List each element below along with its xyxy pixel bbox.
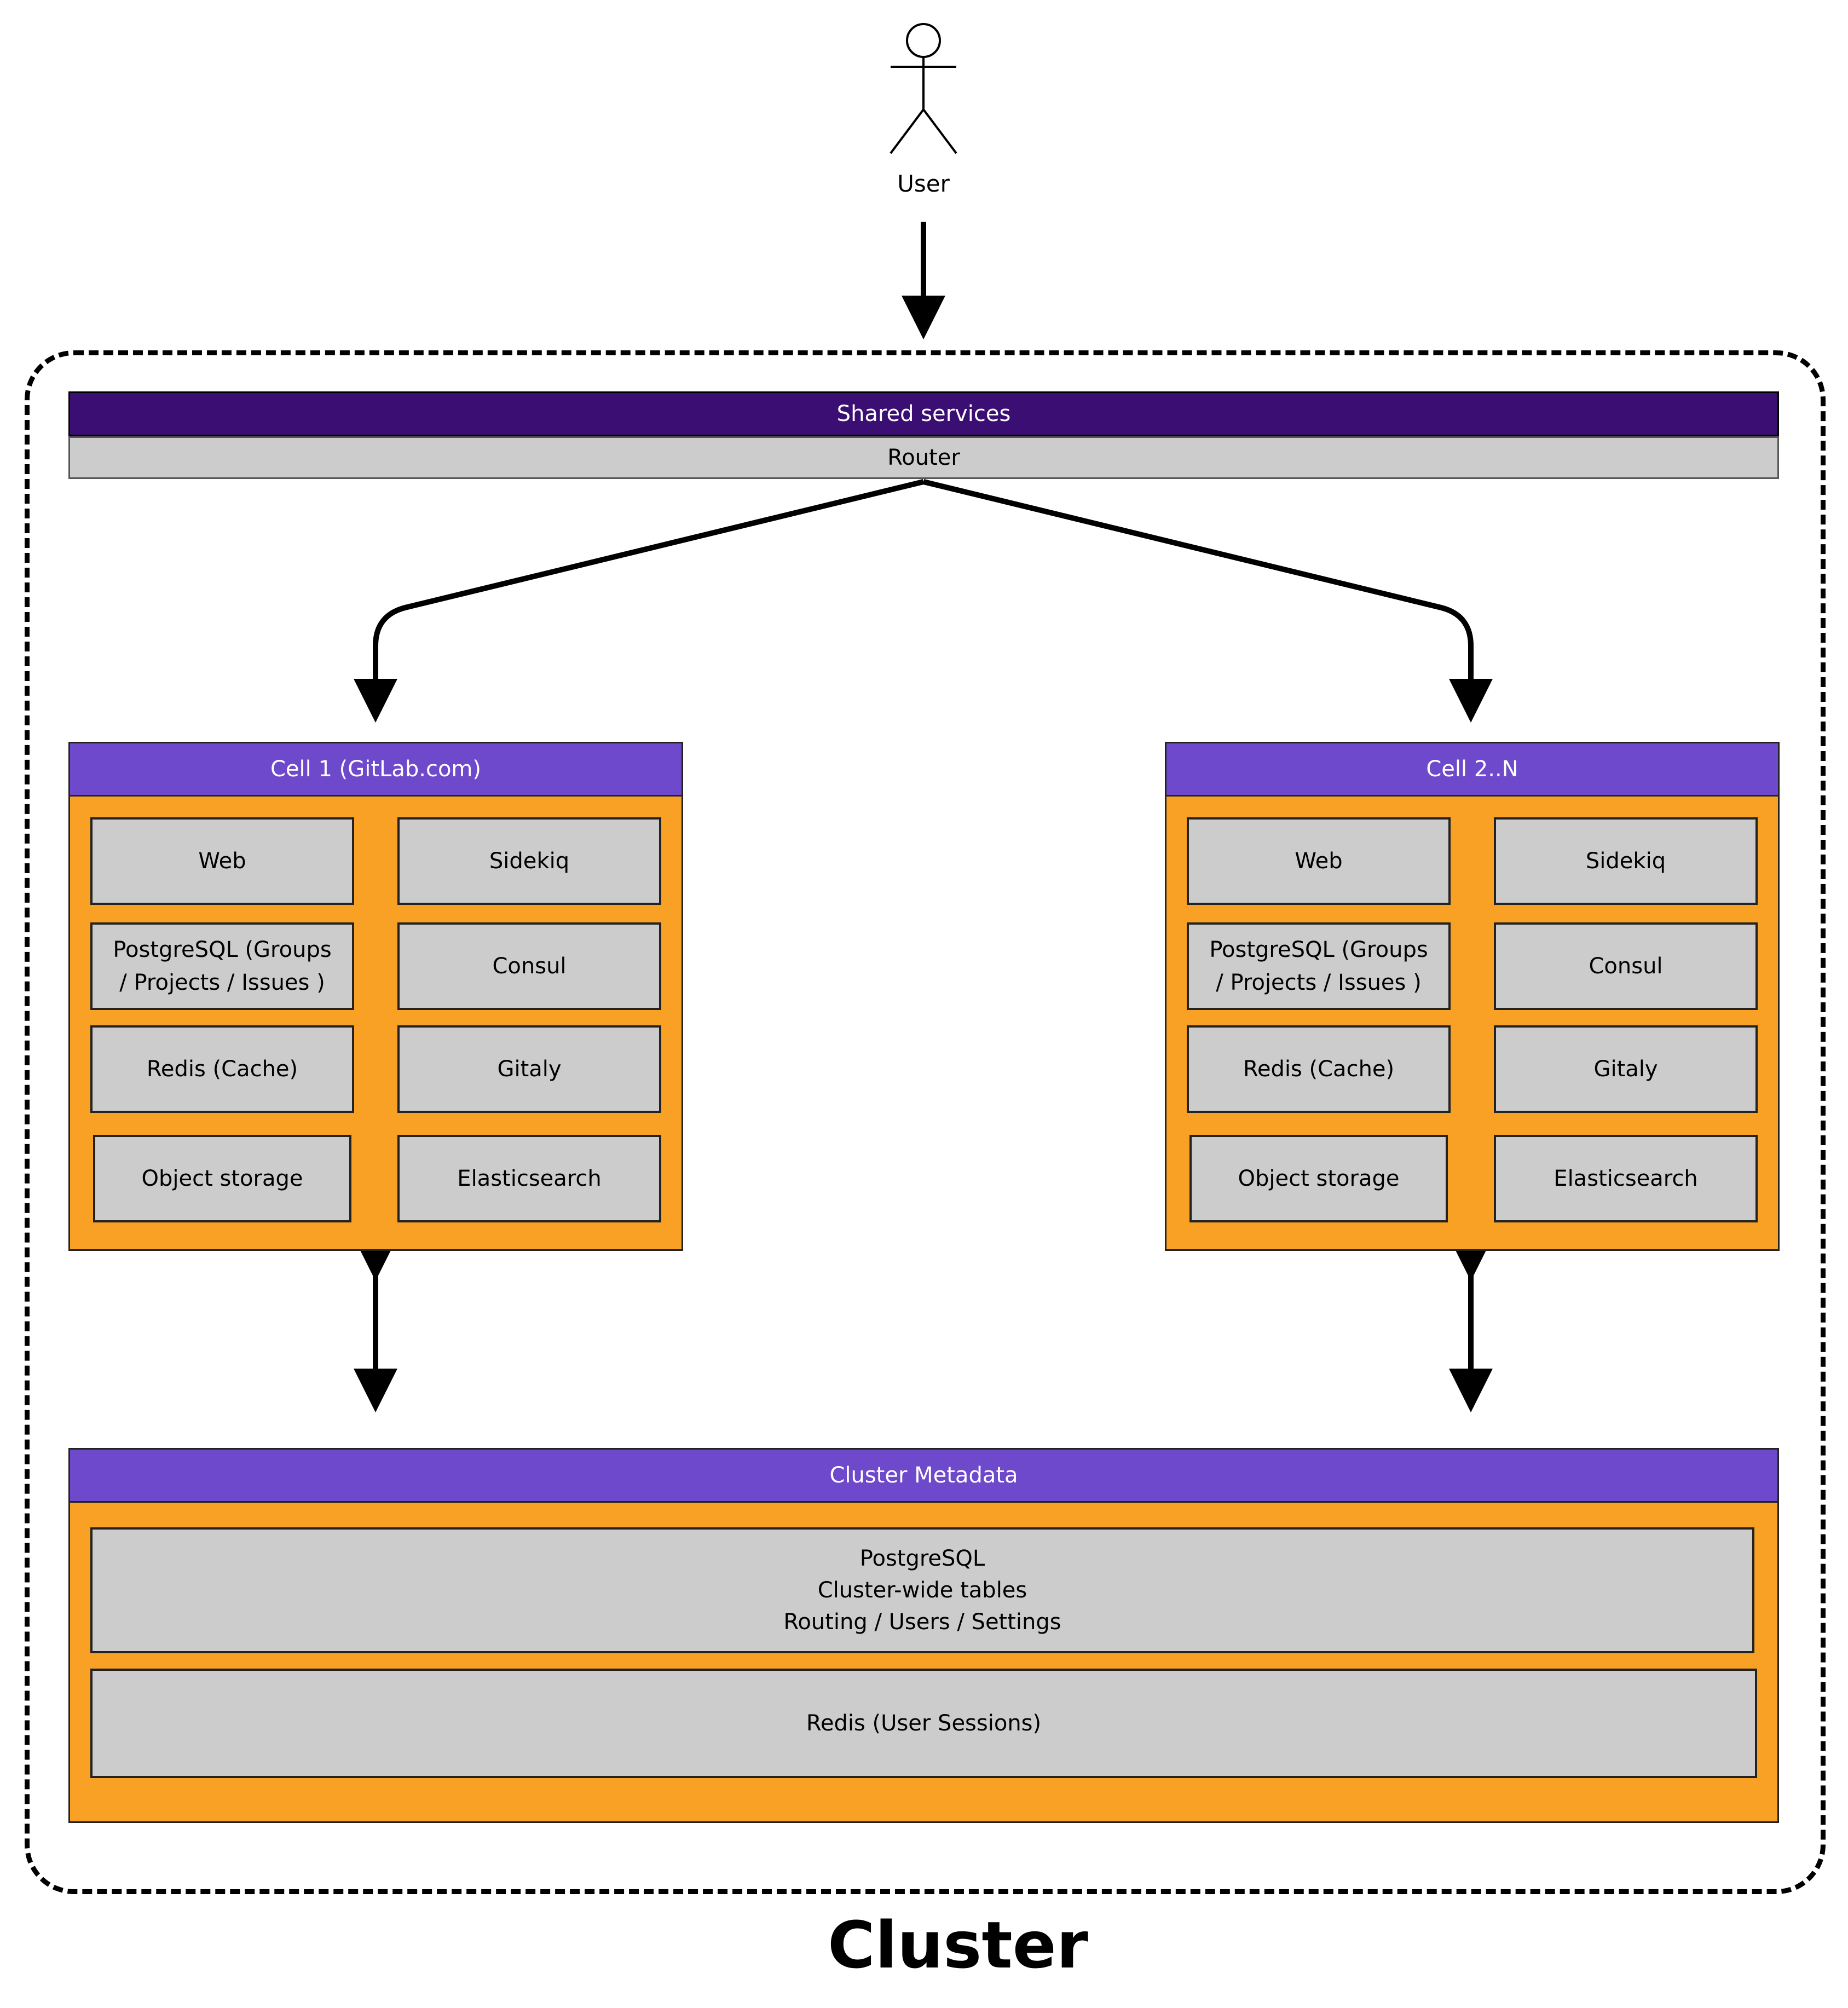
router-to-cell2-arrow — [922, 479, 1493, 723]
cluster-metadata-title: Cluster Metadata — [68, 1448, 1779, 1503]
cluster-boundary — [25, 350, 1826, 1894]
cluster-postgresql-box: PostgreSQL Cluster-wide tables Routing /… — [90, 1527, 1754, 1653]
cell-1-web: Web — [90, 817, 354, 905]
cell-1-gitaly: Gitaly — [397, 1025, 661, 1113]
cell-2-postgresql: PostgreSQL (Groups / Projects / Issues ) — [1187, 922, 1451, 1010]
router-box: Router — [68, 436, 1779, 479]
cell-2-elasticsearch: Elasticsearch — [1494, 1135, 1758, 1222]
cell-2-web: Web — [1187, 817, 1451, 905]
cell-1-consul: Consul — [397, 922, 661, 1010]
cell-2-sidekiq: Sidekiq — [1494, 817, 1758, 905]
cluster-postgresql-line-1: PostgreSQL — [859, 1546, 985, 1571]
cell-2-object-storage: Object storage — [1189, 1135, 1448, 1222]
cluster-postgresql-line-3: Routing / Users / Settings — [783, 1609, 1061, 1635]
cell-1-sidekiq: Sidekiq — [397, 817, 661, 905]
cell-1-redis-cache: Redis (Cache) — [90, 1025, 354, 1113]
cluster-redis-sessions-box: Redis (User Sessions) — [90, 1669, 1757, 1778]
cluster-label: Cluster — [828, 1907, 1088, 1983]
cell-1-elasticsearch: Elasticsearch — [397, 1135, 661, 1222]
cell-1-object-storage: Object storage — [93, 1135, 351, 1222]
cell-2-gitaly: Gitaly — [1494, 1025, 1758, 1113]
cell-2-title: Cell 2..N — [1165, 742, 1780, 797]
cell-2-redis-cache: Redis (Cache) — [1187, 1025, 1451, 1113]
cell-2-consul: Consul — [1494, 922, 1758, 1010]
cluster-postgresql-line-2: Cluster-wide tables — [817, 1578, 1027, 1603]
shared-services-header: Shared services — [68, 391, 1779, 436]
router-to-cell1-arrow — [354, 479, 925, 723]
cell-1-postgresql: PostgreSQL (Groups / Projects / Issues ) — [90, 922, 354, 1010]
cell-1-title: Cell 1 (GitLab.com) — [68, 742, 683, 797]
user-label: User — [897, 170, 950, 197]
